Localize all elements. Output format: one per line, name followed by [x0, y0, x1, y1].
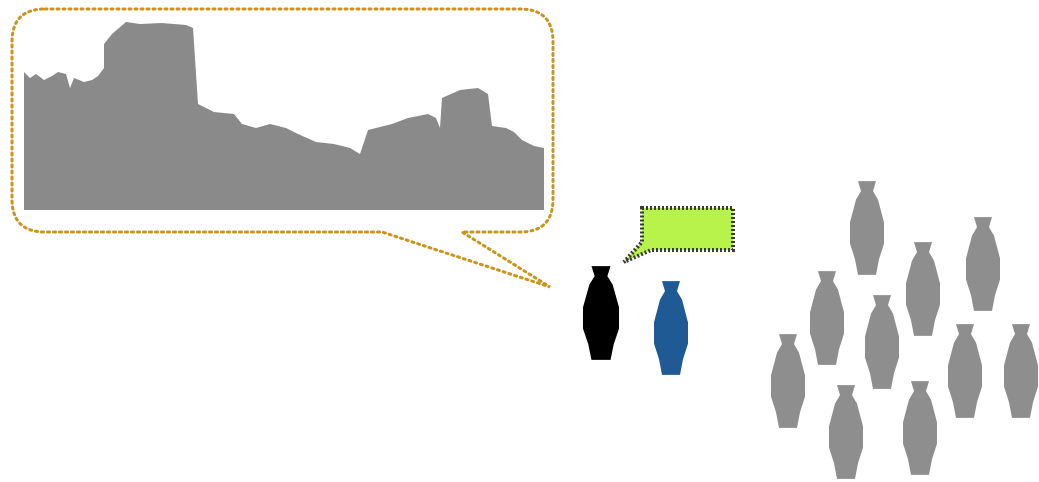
crowd-figure	[903, 381, 937, 475]
crowd-figure	[865, 295, 899, 389]
crowd-figure	[906, 242, 940, 336]
crowd-figure	[948, 324, 982, 418]
crowd-figure	[850, 181, 884, 275]
crowd-figure	[829, 385, 863, 479]
listener-figure	[654, 281, 688, 375]
crowd-figure	[771, 334, 805, 428]
crowd-figure	[966, 217, 1000, 311]
speech-bubble	[624, 208, 733, 262]
city-skyline-icon	[24, 22, 544, 210]
crowd-figure	[1004, 324, 1038, 418]
speaker-figure	[583, 266, 619, 360]
crowd-figure	[810, 271, 844, 365]
